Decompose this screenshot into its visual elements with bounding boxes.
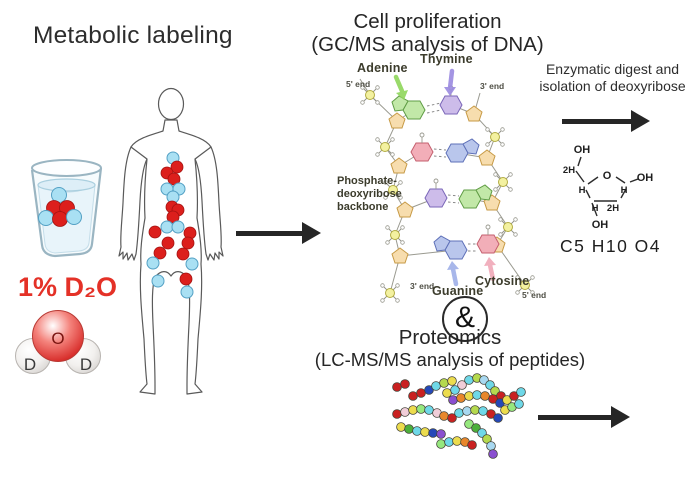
base-pointer-arrows xyxy=(393,68,496,287)
guanine-arrowhead-icon xyxy=(447,261,459,270)
backbone-label-line1: Phosphate- xyxy=(337,175,397,187)
five-prime-end-bottom: 5' end xyxy=(522,290,546,300)
digest-caption: Enzymatic digest and isolation of deoxyr… xyxy=(525,61,700,95)
thymine-arrow-icon xyxy=(447,68,455,91)
cytosine-arrow-icon xyxy=(487,262,496,282)
guanine-base xyxy=(433,235,468,260)
hydrogen-right-label: H xyxy=(621,185,628,196)
d2o-molecule-illustration: O D D xyxy=(15,310,101,374)
human-body-illustration xyxy=(118,87,224,395)
oxygen-label: O xyxy=(51,329,64,348)
proteomics-title-line2: (LC-MS/MS analysis of peptides) xyxy=(314,348,586,370)
cytosine-base xyxy=(476,224,500,254)
arrow-shaft xyxy=(538,414,611,420)
proteomics-title-line1: Proteomics xyxy=(398,326,502,349)
incorporated-label-dots xyxy=(146,151,199,299)
glycosidic-bonds xyxy=(396,104,498,257)
thymine-base xyxy=(424,178,448,208)
adenine-arrowhead-icon xyxy=(396,90,408,100)
hydrogen-bonds xyxy=(426,102,477,252)
deuterium-label: D xyxy=(24,355,36,374)
peptide-chains-illustration xyxy=(392,373,526,459)
water-glass-illustration xyxy=(30,159,103,258)
guanine-label: Guanine xyxy=(432,284,484,298)
thymine-label: Thymine xyxy=(420,52,473,66)
dna-panel-title-line1: Cell proliferation xyxy=(353,10,502,33)
figure-title: Metabolic labeling xyxy=(33,22,233,49)
oxygen-atom xyxy=(32,310,84,362)
deuterium-2h-bottom-label: 2H xyxy=(607,203,619,214)
water-surface xyxy=(37,178,96,192)
dna-panel-title: Cell proliferation (GC/MS analysis of DN… xyxy=(305,10,550,57)
arrow-head-icon xyxy=(611,406,630,428)
hydroxyl-top-label: OH xyxy=(574,144,591,156)
guanine-base xyxy=(445,138,480,163)
hydroxyl-right-label: OH xyxy=(637,172,654,184)
guanine-arrow-icon xyxy=(450,266,459,287)
three-prime-end-top: 3' end xyxy=(480,81,504,91)
arrow-body-to-analysis xyxy=(236,222,321,244)
deuterium-2h-left-label: 2H xyxy=(563,165,575,176)
peptide-beads xyxy=(392,373,526,459)
dna-structure-illustration: 5' end 3' end 3' end 5' end xyxy=(346,68,546,303)
ring-bonds xyxy=(575,156,639,217)
arrow-shaft xyxy=(562,118,631,124)
proteomics-panel-title: Proteomics (LC-MS/MS analysis of peptide… xyxy=(300,326,600,371)
arrow-head-icon xyxy=(302,222,321,244)
backbone-label-line3: backbone xyxy=(337,201,389,213)
cytosine-label: Cytosine xyxy=(475,274,530,288)
cytosine-arrowhead-icon xyxy=(484,257,496,266)
molecular-formula: C5 H10 O4 xyxy=(559,236,662,256)
digest-caption-line2: isolation of deoxyribose xyxy=(539,77,686,94)
adenine-label: Adenine xyxy=(357,61,408,75)
arrow-peptides-output xyxy=(538,406,630,428)
five-prime-end-top: 5' end xyxy=(346,79,370,89)
ampersand-badge: & xyxy=(442,296,488,342)
thymine-arrowhead-icon xyxy=(444,87,456,96)
hydrogen-bottom-label: H xyxy=(592,203,599,214)
left-backbone-strand xyxy=(359,78,406,294)
cytosine-base xyxy=(410,132,434,162)
deuterium-label: D xyxy=(80,355,92,374)
glass-rim xyxy=(31,159,102,177)
labeled-water-molecules xyxy=(38,187,82,227)
hydrogen-left-label: H xyxy=(579,185,586,196)
hydroxyl-bottom-label: OH xyxy=(592,219,609,231)
arrow-dna-to-deoxyribose xyxy=(562,110,650,132)
deoxyribose-structure-illustration: OH 2H O OH H H H 2H OH xyxy=(563,144,654,231)
d2o-concentration-label: 1% D₂O xyxy=(18,272,118,302)
digest-caption-line1: Enzymatic digest and xyxy=(545,61,680,77)
backbone-label-line2: deoxyribose xyxy=(337,188,402,200)
three-prime-end-bottom: 3' end xyxy=(410,281,434,291)
adenine-arrow-icon xyxy=(393,74,405,94)
dna-panel-title-line2: (GC/MS analysis of DNA) xyxy=(311,32,544,56)
ring-oxygen-label: O xyxy=(603,170,612,182)
arrow-shaft xyxy=(236,230,302,236)
body-outline xyxy=(118,87,224,395)
arrow-head-icon xyxy=(631,110,650,132)
backbone-label: Phosphate- deoxyribose backbone xyxy=(337,175,402,214)
